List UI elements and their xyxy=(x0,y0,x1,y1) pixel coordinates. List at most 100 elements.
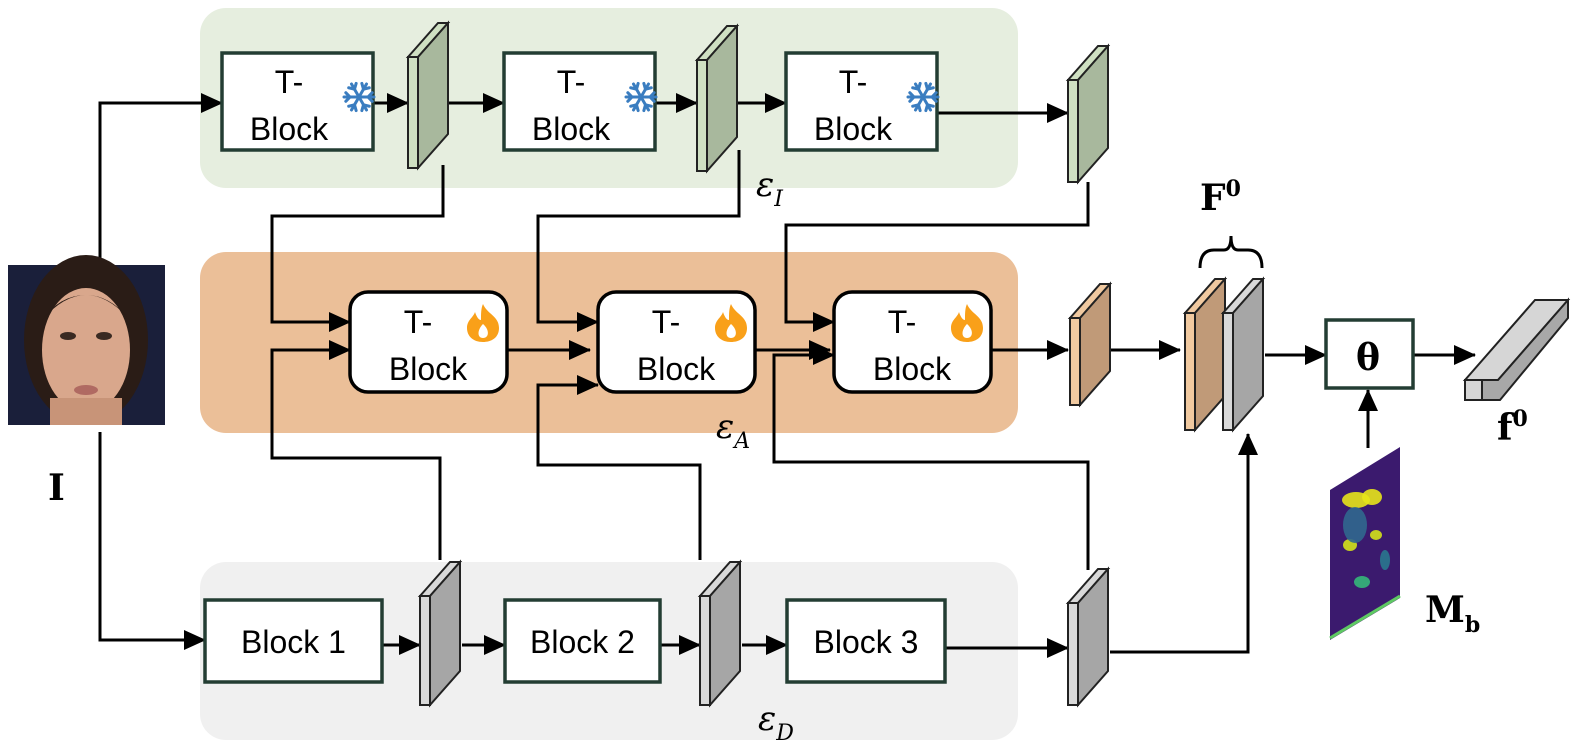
heatmap-blob xyxy=(1380,550,1390,570)
detail-block-1 xyxy=(203,598,384,684)
feature-map-front xyxy=(1067,79,1079,183)
snowflake-branch xyxy=(908,91,916,99)
feature-map-front xyxy=(1184,312,1196,431)
arrow xyxy=(536,375,702,560)
flame-shape xyxy=(715,304,747,342)
arrow xyxy=(1110,433,1258,654)
feature-map-front xyxy=(1222,312,1234,431)
detail-feature-map-2 xyxy=(697,559,743,708)
t-block-label-top: T- xyxy=(888,304,916,340)
flame-shape xyxy=(951,304,983,342)
vector-front xyxy=(1464,379,1483,401)
snowflake-branch xyxy=(911,103,920,108)
arrow xyxy=(270,165,445,332)
output-label: f0 xyxy=(1497,406,1528,449)
snowflake-branch xyxy=(644,86,653,91)
snowflake-branch xyxy=(626,91,634,99)
snowflake-branch xyxy=(360,103,365,113)
t-block-label-bottom: Block xyxy=(637,351,716,387)
input-label: I xyxy=(48,467,65,509)
mask-heatmap xyxy=(1329,447,1401,640)
detail-block-label: Block 2 xyxy=(530,624,635,660)
heatmap-blob xyxy=(1343,507,1367,543)
connections xyxy=(98,93,1476,658)
t-block-label-top: T- xyxy=(275,64,303,100)
fusion-adapter-map xyxy=(1182,276,1228,433)
detail-feature-map-3 xyxy=(1065,566,1111,708)
mask-label: Mb xyxy=(1425,589,1480,638)
face xyxy=(42,288,130,412)
flame-shape xyxy=(467,304,499,342)
fringe xyxy=(42,295,130,320)
fusion-detail-map xyxy=(1220,276,1266,433)
snowflake-branch xyxy=(635,81,640,91)
input-face-image xyxy=(8,255,165,425)
theta-box xyxy=(1324,318,1415,390)
snowflake-icon xyxy=(624,81,658,113)
detail-block-3 xyxy=(785,598,947,684)
output-feature-vector xyxy=(1462,297,1571,401)
arrow xyxy=(98,93,223,268)
snowflake-branch xyxy=(366,95,374,103)
t-block-label-bottom: Block xyxy=(532,111,611,147)
trainable-t-block-1 xyxy=(348,290,509,394)
snowflake-branch xyxy=(362,86,371,91)
arrow xyxy=(772,345,1090,570)
arrow xyxy=(536,150,741,332)
snowflake-icon xyxy=(342,81,376,113)
t-block-label-bottom: Block xyxy=(389,351,468,387)
snowflake-branch xyxy=(926,86,935,91)
snowflake-branch xyxy=(924,103,929,113)
flame-icon xyxy=(951,304,983,342)
arrow xyxy=(784,182,1090,332)
neck xyxy=(50,398,122,425)
snowflake-branch xyxy=(917,81,922,91)
eye xyxy=(60,332,76,340)
detail-block-2 xyxy=(503,598,662,684)
identity-feature-map-2 xyxy=(694,23,740,174)
snowflake-branch xyxy=(629,103,638,108)
arrow xyxy=(270,340,442,560)
identity-encoder-label: εI xyxy=(756,165,784,212)
frozen-t-block-1 xyxy=(220,51,375,152)
flame-icon xyxy=(715,304,747,342)
snowflake-branch xyxy=(642,103,647,113)
snowflake-branch xyxy=(930,95,938,103)
feature-map-front xyxy=(419,595,431,706)
trainable-t-block-3 xyxy=(832,290,993,394)
adapter-encoder-label: εA xyxy=(716,407,750,454)
heatmap-blob xyxy=(1354,576,1370,588)
identity-feature-map-3 xyxy=(1065,43,1111,185)
feature-map-front xyxy=(699,595,711,706)
heatmap-blob xyxy=(1362,489,1382,505)
t-block-label-top: T- xyxy=(404,304,432,340)
trainable-t-block-2 xyxy=(596,290,757,394)
detail-feature-map-1 xyxy=(417,559,463,708)
heatmap-edge xyxy=(1329,594,1401,640)
theta-label: θ xyxy=(1356,337,1380,379)
snowflake-branch xyxy=(344,91,352,99)
frozen-t-block-3 xyxy=(784,51,939,152)
flame-icon xyxy=(467,304,499,342)
t-block-label-top: T- xyxy=(557,64,585,100)
fusion-brace xyxy=(1198,235,1264,269)
t-block-label-top: T- xyxy=(652,304,680,340)
eye xyxy=(96,332,112,340)
feature-map-front xyxy=(1067,602,1079,706)
flame-core xyxy=(962,324,972,338)
snowflake-branch xyxy=(648,95,656,103)
shapes: T-BlockT-BlockT-BlockT-BlockT-BlockT-Blo… xyxy=(8,20,1571,708)
feature-map-front xyxy=(696,59,708,172)
feature-map-front xyxy=(1069,317,1081,406)
detail-encoder-label: εD xyxy=(758,699,794,746)
snowflake-branch xyxy=(353,81,358,91)
flame-core xyxy=(478,324,488,338)
t-block-label-top: T- xyxy=(839,64,867,100)
snowflake-branch xyxy=(347,103,356,108)
heatmap-bg xyxy=(1330,447,1400,640)
identity-feature-map-1 xyxy=(405,20,451,171)
flame-core xyxy=(726,324,736,338)
arrow xyxy=(98,432,206,650)
detail-block-label: Block 3 xyxy=(814,624,919,660)
